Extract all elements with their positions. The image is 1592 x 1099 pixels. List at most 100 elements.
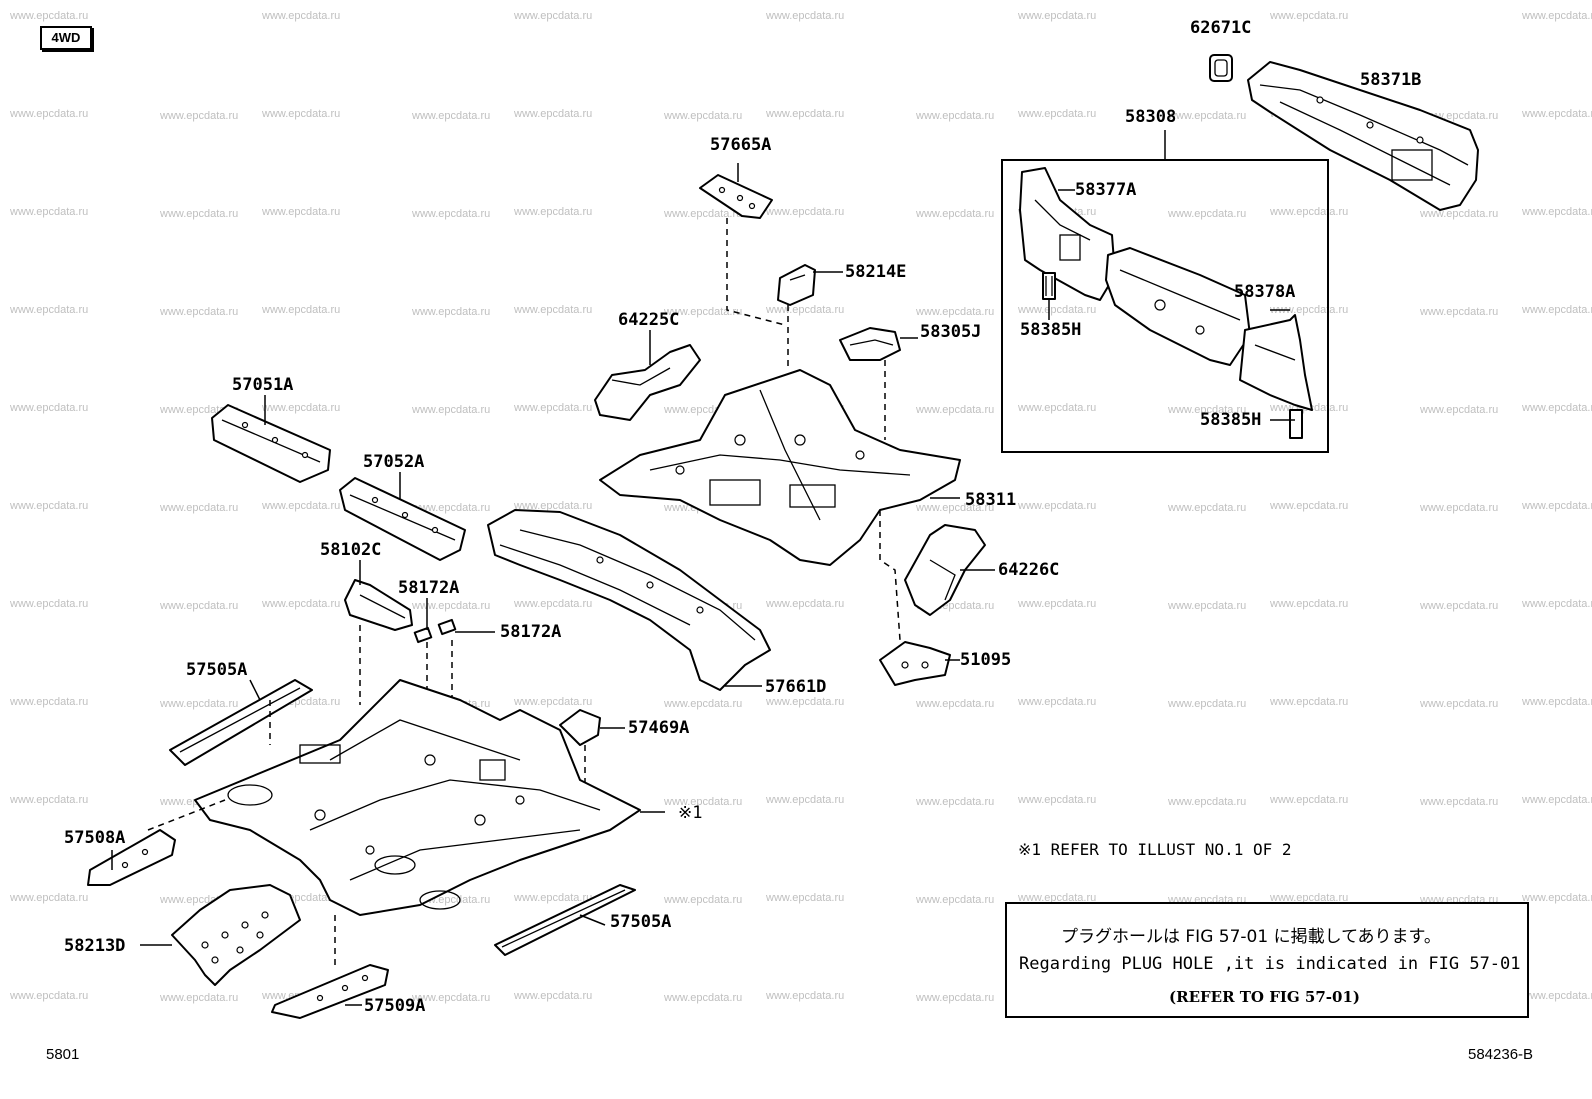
callout-57051a[interactable]: 57051A [232, 375, 294, 395]
watermark-text: www.epcdata.ru [262, 500, 341, 512]
watermark-text: www.epcdata.ru [1420, 502, 1499, 514]
part-62671c-shape [1209, 54, 1233, 82]
watermark-text: www.epcdata.ru [916, 502, 995, 514]
callout-58371b[interactable]: 58371B [1360, 70, 1422, 90]
part-57509a-shape [271, 964, 389, 1019]
callout-58214e[interactable]: 58214E [845, 262, 907, 282]
callout-58102c[interactable]: 58102C [320, 540, 382, 560]
watermark-text: www.epcdata.ru [1168, 698, 1247, 710]
watermark-text: www.epcdata.ru [1522, 402, 1592, 414]
watermark-text: www.epcdata.ru [1522, 598, 1592, 610]
callout-57661d[interactable]: 57661D [765, 677, 827, 697]
refer-note: ※1 REFER TO ILLUST NO.1 OF 2 [1018, 840, 1292, 859]
watermark-text: www.epcdata.ru [514, 500, 593, 512]
callout-51095[interactable]: 51095 [960, 650, 1012, 670]
part-front-floor-shape [194, 679, 641, 916]
watermark-text: www.epcdata.ru [1270, 892, 1349, 904]
watermark-text: www.epcdata.ru [1522, 10, 1592, 22]
callout-58305j[interactable]: 58305J [920, 322, 982, 342]
part-58213d-shape [171, 884, 301, 986]
watermark-text: www.epcdata.ru [1018, 794, 1097, 806]
watermark-text: www.epcdata.ru [766, 990, 845, 1002]
watermark-text: www.epcdata.ru [262, 402, 341, 414]
callout-58378a[interactable]: 58378A [1234, 282, 1296, 302]
watermark-text: www.epcdata.ru [10, 892, 89, 904]
watermark-text: www.epcdata.ru [160, 110, 239, 122]
watermark-text: www.epcdata.ru [1018, 598, 1097, 610]
callout-64226c[interactable]: 64226C [998, 560, 1060, 580]
watermark-text: www.epcdata.ru [514, 206, 593, 218]
watermark-text: www.epcdata.ru [160, 306, 239, 318]
part-57051a-shape [211, 404, 331, 483]
watermark-text: www.epcdata.ru [664, 306, 743, 318]
watermark-text: www.epcdata.ru [1270, 10, 1349, 22]
watermark-text: www.epcdata.ru [1522, 696, 1592, 708]
callout-58385h-a[interactable]: 58385H [1020, 320, 1082, 340]
watermark-text: www.epcdata.ru [1522, 108, 1592, 120]
part-center-back-panel-shape [1105, 247, 1251, 366]
watermark-text: www.epcdata.ru [514, 990, 593, 1002]
watermark-text: www.epcdata.ru [160, 208, 239, 220]
part-51095-shape [879, 641, 951, 686]
part-57665a-shape [699, 174, 773, 219]
watermark-text: www.epcdata.ru [412, 502, 491, 514]
watermark-text: www.epcdata.ru [1420, 306, 1499, 318]
callout-58311[interactable]: 58311 [965, 490, 1017, 510]
watermark-text: www.epcdata.ru [1420, 404, 1499, 416]
watermark-text: www.epcdata.ru [1018, 10, 1097, 22]
watermark-text: www.epcdata.ru [10, 794, 89, 806]
watermark-text: www.epcdata.ru [1270, 794, 1349, 806]
watermark-text: www.epcdata.ru [160, 698, 239, 710]
watermark-text: www.epcdata.ru [412, 992, 491, 1004]
watermark-text: www.epcdata.ru [412, 208, 491, 220]
part-57469a-shape [559, 709, 601, 746]
watermark-text: www.epcdata.ru [916, 110, 995, 122]
watermark-text: www.epcdata.ru [1522, 500, 1592, 512]
watermark-text: www.epcdata.ru [1018, 500, 1097, 512]
watermark-text: www.epcdata.ru [664, 992, 743, 1004]
watermark-text: www.epcdata.ru [664, 208, 743, 220]
watermark-text: www.epcdata.ru [766, 892, 845, 904]
callout-57665a[interactable]: 57665A [710, 135, 772, 155]
watermark-text: www.epcdata.ru [412, 306, 491, 318]
callout-57508a[interactable]: 57508A [64, 828, 126, 848]
watermark-text: www.epcdata.ru [1168, 796, 1247, 808]
watermark-text: www.epcdata.ru [664, 796, 743, 808]
watermark-text: www.epcdata.ru [766, 794, 845, 806]
part-58172a-shape-a [413, 626, 433, 644]
callout-ref-1[interactable]: ※1 [678, 803, 703, 823]
callout-57509a[interactable]: 57509A [364, 996, 426, 1016]
callout-58172a-a[interactable]: 58172A [398, 578, 460, 598]
watermark-text: www.epcdata.ru [1522, 304, 1592, 316]
part-57505a-shape-a [169, 679, 313, 766]
watermark-text: www.epcdata.ru [1270, 598, 1349, 610]
callout-57052a[interactable]: 57052A [363, 452, 425, 472]
callout-58385h-b[interactable]: 58385H [1200, 410, 1262, 430]
watermark-text: www.epcdata.ru [160, 502, 239, 514]
watermark-text: www.epcdata.ru [1168, 502, 1247, 514]
watermark-text: www.epcdata.ru [262, 304, 341, 316]
callout-57505a-a[interactable]: 57505A [186, 660, 248, 680]
note-reference: (REFER TO FIG 57-01) [1169, 988, 1360, 1006]
note-box: プラグホールは FIG 57-01 に掲載してあります。 Regarding P… [1005, 902, 1529, 1018]
watermark-text: www.epcdata.ru [1522, 206, 1592, 218]
callout-62671c[interactable]: 62671C [1190, 18, 1252, 38]
watermark-text: www.epcdata.ru [514, 402, 593, 414]
part-58385h-shape-a [1042, 272, 1056, 300]
watermark-text: www.epcdata.ru [1420, 796, 1499, 808]
callout-58213d[interactable]: 58213D [64, 936, 126, 956]
part-58377a-shape [1019, 167, 1116, 301]
part-57052a-shape [339, 477, 466, 561]
watermark-text: www.epcdata.ru [262, 108, 341, 120]
watermark-text: www.epcdata.ru [514, 696, 593, 708]
watermark-text: www.epcdata.ru [664, 110, 743, 122]
callout-58377a[interactable]: 58377A [1075, 180, 1137, 200]
watermark-text: www.epcdata.ru [262, 598, 341, 610]
watermark-text: www.epcdata.ru [160, 992, 239, 1004]
callout-64225c[interactable]: 64225C [618, 310, 680, 330]
callout-57469a[interactable]: 57469A [628, 718, 690, 738]
watermark-text: www.epcdata.ru [916, 698, 995, 710]
callout-58308[interactable]: 58308 [1125, 107, 1177, 127]
callout-57505a-b[interactable]: 57505A [610, 912, 672, 932]
callout-58172a-b[interactable]: 58172A [500, 622, 562, 642]
